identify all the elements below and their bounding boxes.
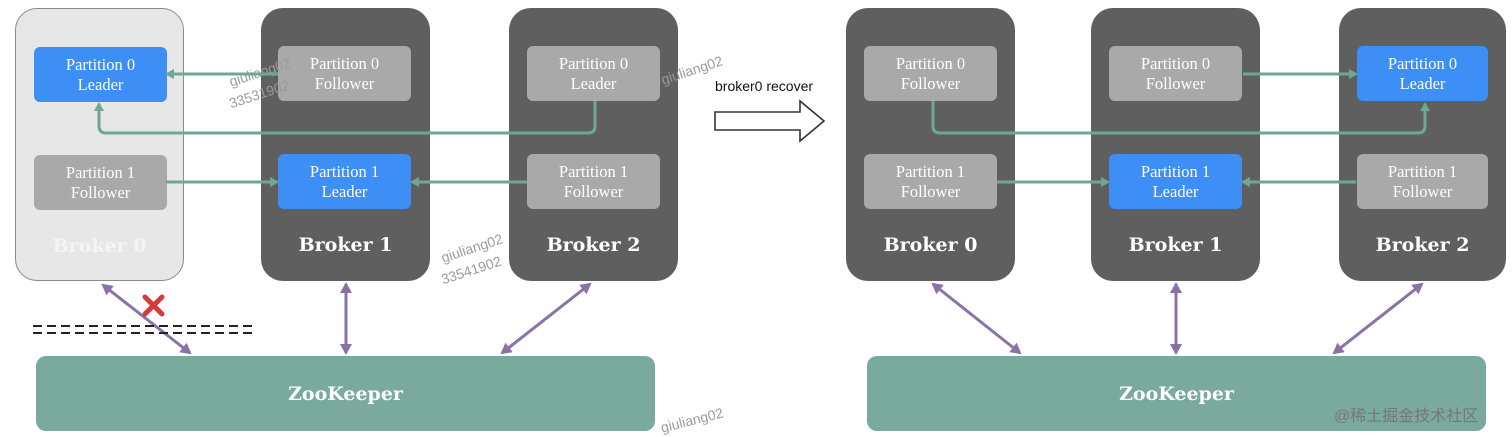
broker-1-right: Partition 0 Follower Partition 1 Leader …: [1091, 8, 1260, 281]
partition-role: Leader: [570, 73, 617, 93]
replication-arrow: [94, 101, 597, 135]
right-broker0-partition1: Partition 1 Follower: [864, 154, 997, 209]
broker-label: Broker 2: [1375, 234, 1470, 256]
partition-role: Follower: [900, 73, 961, 93]
partition-title: Partition 0: [309, 53, 380, 73]
partition-role: Follower: [314, 73, 375, 93]
partition-title: Partition 1: [895, 161, 966, 181]
partition-role: Follower: [1145, 73, 1206, 93]
partition-title: Partition 0: [65, 54, 136, 74]
left-broker0-partition0: Partition 0 Leader: [34, 47, 167, 102]
transition-arrow-icon: [714, 99, 826, 143]
broker-1-left: Partition 0 Follower Partition 1 Leader …: [261, 8, 430, 281]
left-broker2-partition1: Partition 1 Follower: [527, 154, 660, 209]
right-broker0-partition0: Partition 0 Follower: [864, 46, 997, 101]
partition-title: Partition 0: [1140, 53, 1211, 73]
broker-2-left: Partition 0 Leader Partition 1 Follower …: [509, 8, 678, 281]
broker-0-left: Partition 0 Leader Partition 1 Follower …: [15, 8, 184, 281]
partition-title: Partition 1: [65, 162, 136, 182]
left-broker1-partition0: Partition 0 Follower: [278, 46, 411, 101]
transition-label: broker0 recover: [715, 78, 814, 94]
broker-0-right: Partition 0 Follower Partition 1 Followe…: [846, 8, 1015, 281]
right-broker2-partition0: Partition 0 Leader: [1357, 46, 1488, 101]
disconnected-x-icon: [142, 294, 165, 317]
partition-role: Follower: [563, 181, 624, 201]
broker-label: Broker 1: [1128, 234, 1223, 256]
zk-link: [500, 282, 592, 355]
left-broker2-partition0: Partition 0 Leader: [527, 46, 660, 101]
right-broker1-partition0: Partition 0 Follower: [1109, 46, 1242, 101]
partition-role: Follower: [900, 181, 961, 201]
left-broker1-partition1: Partition 1 Leader: [278, 154, 411, 209]
partition-title: Partition 1: [558, 161, 629, 181]
replication-arrow: [931, 101, 1430, 135]
left-broker0-partition1: Partition 1 Follower: [34, 155, 167, 210]
partition-title: Partition 1: [1387, 161, 1458, 181]
partition-role: Follower: [1392, 181, 1453, 201]
broker-label: Broker 0: [883, 234, 978, 256]
partition-role: Leader: [1152, 181, 1199, 201]
zk-link: [931, 282, 1022, 355]
partition-title: Partition 1: [1140, 161, 1211, 181]
broker-2-right: Partition 0 Leader Partition 1 Follower …: [1339, 8, 1506, 281]
partition-role: Follower: [70, 182, 131, 202]
partition-role: Leader: [1399, 73, 1446, 93]
partition-title: Partition 0: [1387, 53, 1458, 73]
zookeeper-right: ZooKeeper: [867, 356, 1486, 431]
partition-title: Partition 0: [558, 53, 629, 73]
zk-link: [101, 283, 192, 355]
right-broker2-partition1: Partition 1 Follower: [1357, 154, 1488, 209]
partition-title: Partition 0: [895, 53, 966, 73]
partition-title: Partition 1: [309, 161, 380, 181]
right-broker1-partition1: Partition 1 Leader: [1109, 154, 1242, 209]
credit-text: @稀土掘金技术社区: [1334, 408, 1479, 425]
partition-role: Leader: [77, 74, 124, 94]
partition-role: Leader: [321, 181, 368, 201]
broker-label: Broker 2: [546, 234, 641, 256]
broker-label: Broker 1: [298, 234, 393, 256]
zookeeper-left: ZooKeeper: [36, 356, 655, 431]
zk-link: [1332, 282, 1424, 355]
broker-label: Broker 0: [52, 235, 147, 257]
